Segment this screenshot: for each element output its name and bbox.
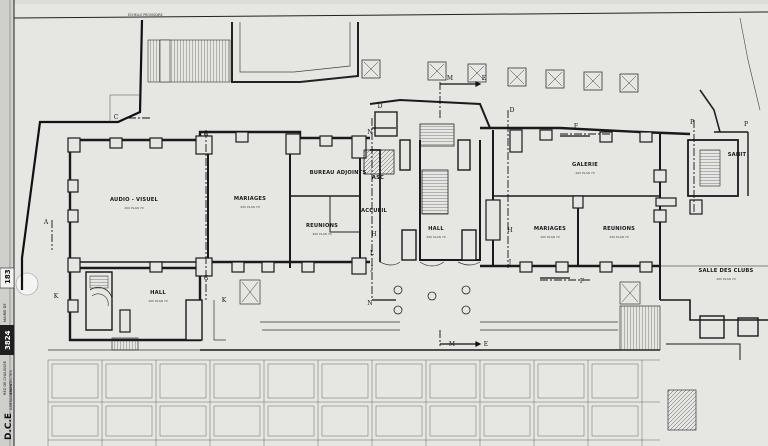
annex-wall-top	[231, 22, 359, 83]
label-accueil: ACCUEIL	[361, 208, 388, 214]
mark-d-left: D	[378, 103, 383, 110]
label-reunions-left: REUNIONS	[306, 223, 338, 229]
punch-hole	[15, 272, 39, 296]
header-note: ÉCHELLE PROVISOIRE	[128, 12, 163, 17]
strip-line-4: AMENAGEMENT	[9, 381, 13, 410]
mark-m-top: M	[447, 75, 453, 82]
sub-mariages-right: 200 PLAN 70	[540, 235, 559, 239]
label-mariages-left: MARIAGES	[234, 196, 266, 202]
mark-a: A	[43, 219, 49, 226]
mark-c: C	[114, 114, 119, 121]
secondary-stair	[421, 169, 449, 215]
label-asc: ASC	[372, 175, 384, 181]
pilasters	[67, 129, 677, 313]
mark-n-bottom: N	[367, 300, 372, 307]
sub-reunions-left: 200 PLAN 70	[312, 232, 331, 236]
sheet-number: 183	[4, 269, 12, 284]
south-terrace	[48, 279, 661, 351]
label-galerie: GALERIE	[572, 162, 598, 168]
mark-p-left: P	[690, 119, 694, 126]
east-lower-area	[660, 265, 768, 431]
planter-row	[361, 59, 639, 93]
sub-reunions-right: 200 PLAN 70	[609, 235, 628, 239]
mark-j-right: J	[508, 259, 512, 266]
sub-mariages-left: 200 PLAN 70	[240, 205, 259, 209]
title-block-strip: 183 3824 D.C.E MAIRIE DE REZ DE CHAUSSEE…	[0, 0, 15, 446]
site-boundary-left	[20, 19, 144, 290]
mark-d-right: D	[510, 107, 515, 114]
mark-h-left: H	[371, 231, 376, 238]
sub-salle-des-clubs: 200 PLAN 70	[716, 277, 735, 281]
mark-e-bottom: E	[484, 341, 488, 348]
label-bureau-adjoints: BUREAU ADJOINTS	[310, 170, 367, 176]
strip-line-1: MAIRIE DE	[3, 303, 7, 322]
mark-e-top: E	[482, 75, 486, 82]
sub-galerie: 200 PLAN 70	[575, 171, 594, 175]
mark-l: L	[370, 250, 374, 257]
label-audio-visuel: AUDIO - VISUEL	[110, 197, 159, 203]
mark-p-right: P	[744, 121, 748, 128]
label-sanit: SANIT	[728, 152, 747, 158]
strip-line-3: ARCHITECTES	[9, 370, 13, 395]
strip-line-2: REZ DE CHAUSSEE	[3, 360, 7, 395]
mark-f-bottom: F	[580, 278, 584, 285]
mark-f-top: F	[574, 123, 578, 130]
sheet-code: 3824	[4, 330, 12, 350]
sub-hall-center: 200 PLAN 70	[426, 235, 445, 239]
forecourt-paving	[47, 359, 660, 446]
mark-g-top: G	[204, 131, 209, 138]
main-stair	[419, 123, 455, 147]
section-lines	[51, 82, 695, 346]
paper-sheet	[14, 4, 768, 446]
west-hall-stair	[85, 271, 203, 341]
sub-audio-visuel: 200 PLAN 70	[124, 206, 143, 210]
mark-j-left: J	[370, 265, 374, 272]
sanitary-block	[687, 131, 749, 215]
label-reunions-right: REUNIONS	[603, 226, 635, 232]
central-core	[329, 98, 491, 315]
dce-label: D.C.E	[4, 413, 14, 440]
mark-n-top: N	[367, 129, 372, 136]
label-hall-left: HALL	[150, 290, 166, 296]
mark-k-left: K	[54, 293, 59, 300]
section-arrows	[372, 81, 590, 347]
sheet-top-border	[13, 11, 768, 19]
sub-hall-left: 200 PLAN 70	[148, 299, 167, 303]
label-mariages-right: MARIAGES	[534, 226, 566, 232]
label-hall-center: HALL	[428, 226, 444, 232]
mark-h-right: H	[507, 227, 512, 234]
mark-k-right: K	[222, 297, 227, 304]
mark-g-bottom: G	[204, 275, 209, 282]
label-salle-des-clubs: SALLE DES CLUBS	[699, 268, 754, 274]
